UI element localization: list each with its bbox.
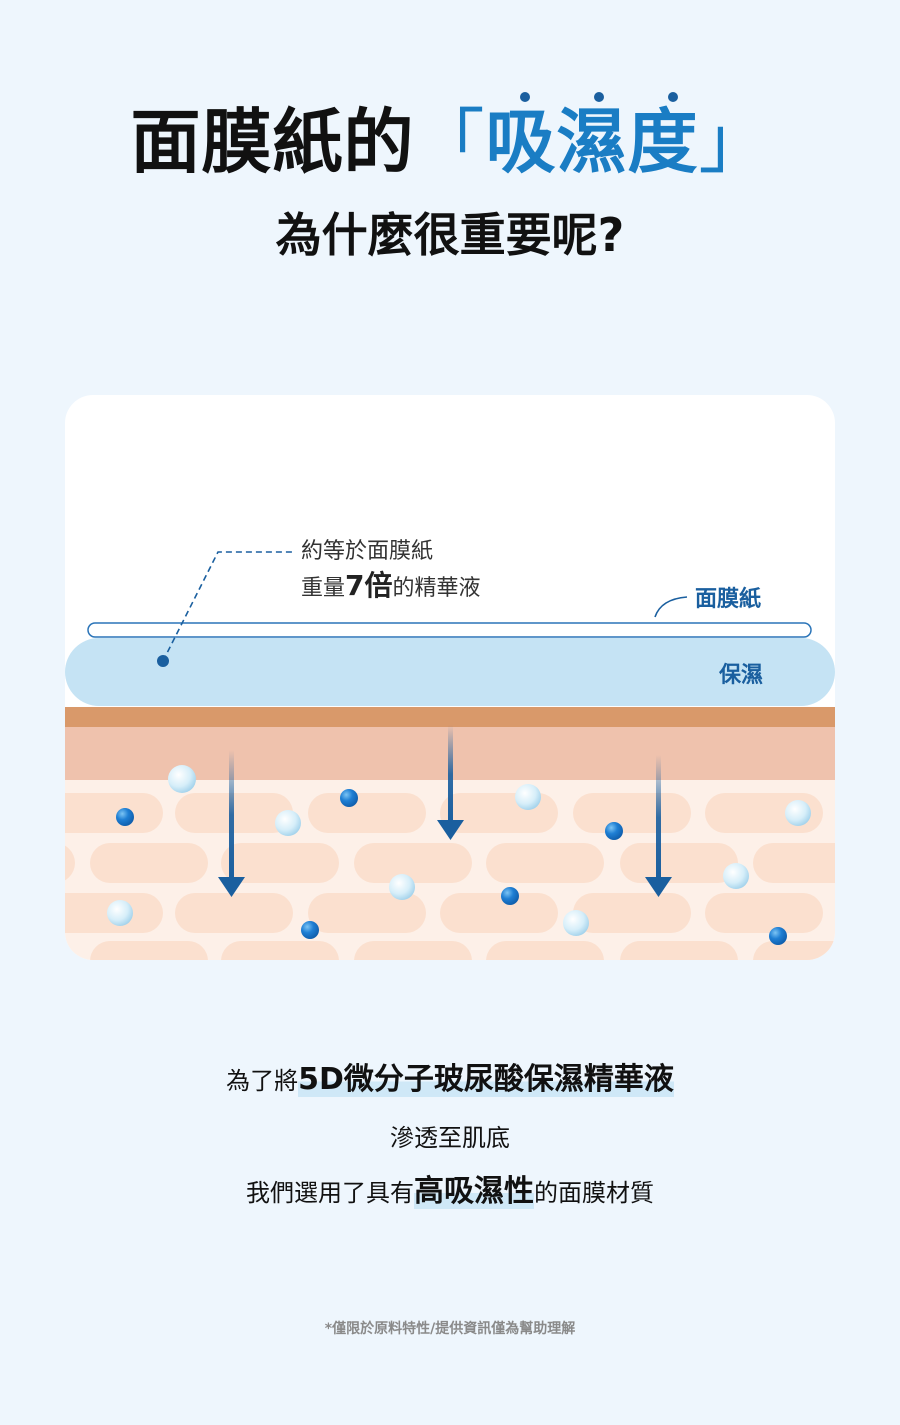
emphasis-dot	[668, 92, 678, 102]
description-line1: 為了將5D微分子玻尿酸保濕精華液	[0, 1060, 900, 1101]
description-line1-emphasis: 5D微分子玻尿酸保濕精華液	[298, 1062, 674, 1097]
headline-bracket-close: 」	[698, 101, 770, 183]
emphasis-dots	[520, 92, 680, 102]
emphasis-dot	[594, 92, 604, 102]
penetration-arrow	[437, 725, 464, 840]
emphasis-dot	[520, 92, 530, 102]
ratio-note: 約等於面膜紙 重量7倍的精華液	[301, 535, 481, 606]
description-line3: 我們選用了具有高吸濕性的面膜材質	[0, 1170, 900, 1215]
mask-pointer	[654, 596, 688, 618]
ratio-note-line1: 約等於面膜紙	[301, 539, 434, 564]
description-line3-prefix: 我們選用了具有	[246, 1179, 414, 1207]
ratio-note-prefix: 重量	[301, 576, 346, 601]
moisture-label: 保濕	[719, 663, 764, 688]
subheadline: 為什麼很重要呢?	[275, 208, 625, 262]
headline-bracket-open: 「	[414, 101, 486, 183]
description-line2: 滲透至肌底	[390, 1124, 510, 1152]
skin-diagram	[65, 551, 835, 960]
disclaimer: *僅限於原料特性/提供資訊僅為幫助理解	[324, 1321, 576, 1337]
headline-highlight: 吸濕度	[485, 101, 699, 183]
mask-label: 面膜紙	[695, 587, 762, 612]
penetration-arrow	[218, 750, 245, 897]
ratio-note-suffix: 的精華液	[392, 576, 481, 601]
skin-surface-layer	[65, 707, 835, 727]
moisture-layer	[65, 638, 835, 706]
ratio-note-line2: 重量7倍的精華液	[301, 569, 481, 606]
headline-text: 面膜紙的	[130, 101, 415, 183]
ratio-note-number: 7倍	[345, 569, 393, 602]
description-line3-emphasis: 高吸濕性	[414, 1174, 534, 1209]
penetration-arrow	[645, 755, 672, 897]
description-line1-prefix: 為了將	[226, 1067, 299, 1095]
droplets	[107, 765, 811, 945]
callout-dot	[157, 655, 169, 667]
mask-sheet	[87, 622, 812, 638]
headline: 面膜紙的「吸濕度」	[0, 92, 900, 192]
callout-line	[162, 551, 293, 662]
description-line3-suffix: 的面膜材質	[534, 1179, 654, 1207]
diagram-card: 約等於面膜紙 重量7倍的精華液 面膜紙 保濕	[65, 395, 835, 960]
